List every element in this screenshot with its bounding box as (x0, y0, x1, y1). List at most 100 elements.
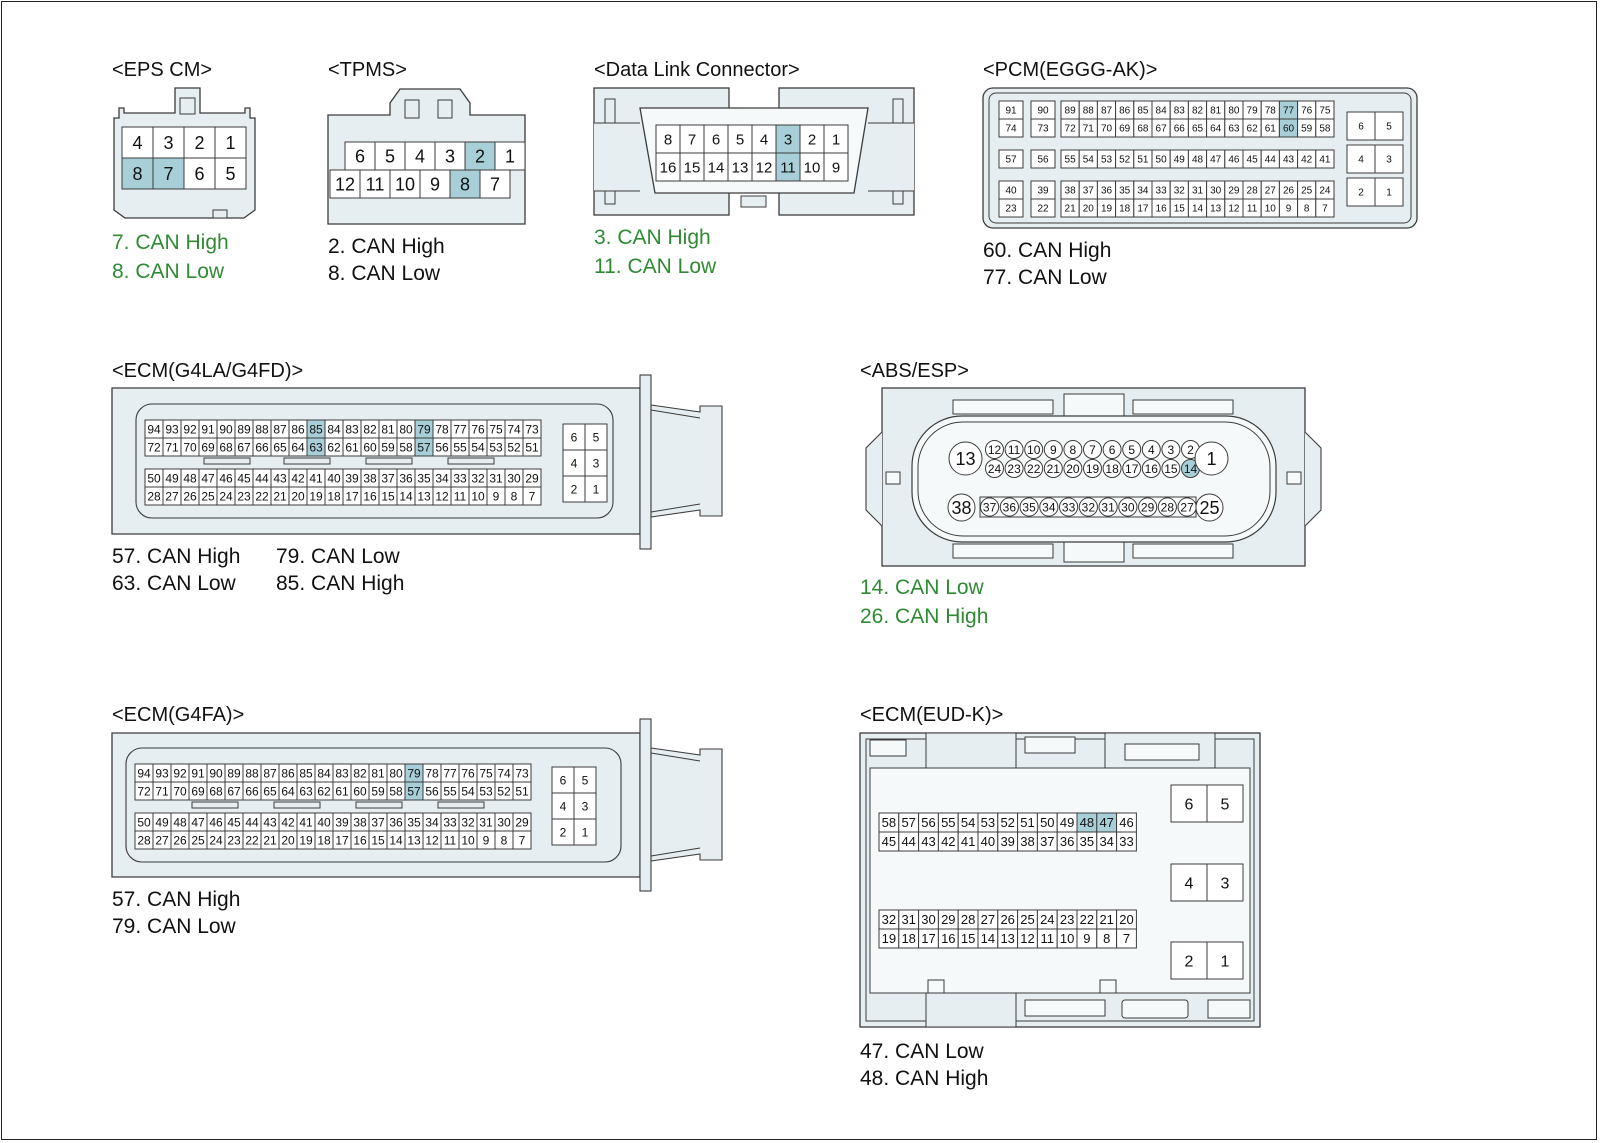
svg-text:19: 19 (309, 489, 323, 503)
svg-text:52: 52 (507, 440, 521, 454)
ecm1-pin-47: 47 (198, 468, 218, 488)
svg-text:2: 2 (1358, 188, 1364, 199)
abs-pin-7: 7 (1083, 440, 1102, 459)
svg-text:17: 17 (1125, 462, 1139, 476)
ecm2-key-slot (273, 801, 321, 809)
svg-text:15: 15 (684, 159, 701, 176)
pcm-pin-70: 70 (1096, 118, 1117, 138)
pcm-pin-55: 55 (1060, 149, 1080, 169)
svg-text:93: 93 (165, 422, 179, 436)
ecm2-key-slot (355, 801, 403, 809)
pcm-pin-7: 7 (1315, 198, 1335, 218)
ecm1-pin-50: 50 (144, 468, 164, 488)
svg-text:23: 23 (227, 833, 241, 847)
eud-pin-38: 38 (1017, 831, 1038, 852)
ecm2-pin-59: 59 (368, 781, 388, 801)
pcm-pin-23: 23 (998, 198, 1024, 218)
svg-text:8: 8 (501, 833, 508, 847)
svg-text:41: 41 (1319, 155, 1331, 166)
eud-pin-18: 18 (898, 928, 920, 949)
pcm-pin-17: 17 (1133, 198, 1153, 218)
svg-text:47: 47 (201, 471, 215, 485)
svg-text:64: 64 (291, 440, 305, 454)
dlc-pin-8: 8 (655, 124, 681, 154)
ecm2-pin-45: 45 (224, 812, 244, 832)
abs-pin-6: 6 (1102, 440, 1122, 459)
svg-text:7: 7 (519, 833, 526, 847)
svg-text:34: 34 (425, 815, 439, 829)
svg-text:76: 76 (1301, 106, 1313, 117)
svg-text:37: 37 (983, 500, 997, 514)
svg-text:14: 14 (1184, 462, 1198, 476)
ecm1-pin-68: 68 (216, 437, 236, 457)
eud-pin-37: 37 (1036, 831, 1058, 852)
svg-text:25: 25 (1020, 912, 1034, 927)
svg-text:9: 9 (1083, 931, 1090, 946)
ecm1-pin-22: 22 (252, 486, 272, 506)
ecm1-pin-17: 17 (342, 486, 362, 506)
eud-pin-26: 26 (997, 909, 1019, 930)
ecm2-pin-55: 55 (440, 781, 460, 801)
svg-text:31: 31 (1101, 500, 1115, 514)
ecm1-pin-1: 1 (584, 475, 608, 503)
dlc-pin-5: 5 (727, 124, 753, 154)
pcm-pin-6: 6 (1346, 111, 1376, 141)
eps-pin-5: 5 (214, 157, 247, 190)
svg-text:74: 74 (1005, 124, 1017, 135)
pcm-pin-77: 77 (1278, 100, 1299, 120)
svg-text:4: 4 (132, 133, 142, 153)
dlc-pin-3: 3 (775, 124, 801, 154)
pcm-pin-39: 39 (1030, 180, 1056, 200)
svg-text:85: 85 (299, 766, 313, 780)
eps-pin-4: 4 (121, 126, 154, 159)
svg-text:40: 40 (327, 471, 341, 485)
ecm1-pin-86: 86 (288, 419, 308, 439)
svg-text:36: 36 (399, 471, 413, 485)
svg-text:4: 4 (1148, 443, 1155, 457)
svg-text:5: 5 (736, 131, 744, 148)
ecm2-pin-77: 77 (440, 763, 460, 783)
dlc-pin-12: 12 (751, 152, 777, 182)
pcm-pin-35: 35 (1115, 180, 1135, 200)
svg-text:2: 2 (560, 825, 567, 839)
eud-pin-17: 17 (918, 928, 939, 949)
svg-text:25: 25 (1199, 498, 1219, 518)
svg-text:59: 59 (371, 784, 385, 798)
svg-text:26: 26 (1283, 186, 1295, 197)
ecm2-pin-88: 88 (242, 763, 262, 783)
svg-text:43: 43 (263, 815, 277, 829)
eud-pin-45: 45 (878, 831, 900, 852)
ecm1-key-slot (283, 457, 331, 465)
svg-text:6: 6 (560, 773, 567, 787)
pcm-pin-58: 58 (1315, 118, 1335, 138)
pcm-pin-91: 91 (998, 100, 1024, 120)
svg-text:7: 7 (1123, 931, 1130, 946)
svg-text:67: 67 (227, 784, 241, 798)
svg-text:8: 8 (1304, 204, 1310, 215)
ecm2-pin-82: 82 (350, 763, 370, 783)
ecm1-pin-84: 84 (324, 419, 344, 439)
svg-text:89: 89 (237, 422, 251, 436)
ecm2-pin-52: 52 (494, 781, 514, 801)
pcm-pin-8: 8 (1297, 198, 1317, 218)
svg-text:7: 7 (490, 174, 500, 194)
svg-text:44: 44 (255, 471, 269, 485)
ecm1-pin-23: 23 (234, 486, 254, 506)
ecm1-pin-42: 42 (288, 468, 308, 488)
abs-pin-24: 24 (985, 459, 1004, 478)
ecm1-pin-94: 94 (144, 419, 164, 439)
svg-text:44: 44 (901, 834, 915, 849)
svg-text:10: 10 (1060, 931, 1074, 946)
svg-text:37: 37 (381, 471, 395, 485)
svg-text:16: 16 (363, 489, 377, 503)
svg-text:2: 2 (808, 131, 816, 148)
ecm2-pin-17: 17 (332, 830, 352, 850)
ecm2-pin-51: 51 (512, 781, 532, 801)
eps-pin-8: 8 (121, 157, 154, 190)
svg-text:37: 37 (371, 815, 385, 829)
ecm1-pin-52: 52 (504, 437, 524, 457)
